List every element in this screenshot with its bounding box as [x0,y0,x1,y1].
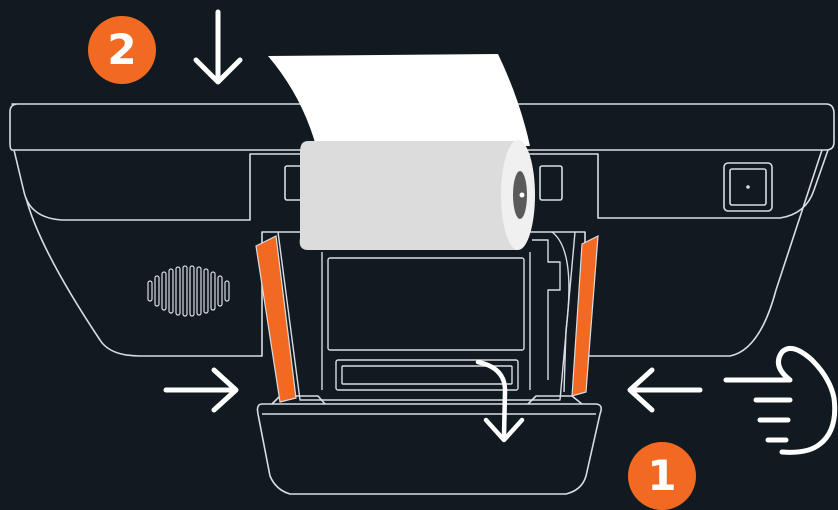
speaker-grille-icon [147,265,230,317]
release-latch-right [571,234,599,397]
down-arrow-icon [193,9,243,85]
release-latch-left [255,235,297,403]
pointing-hand-icon [723,345,838,455]
power-button-icon [723,162,773,212]
step-badge-1: 1 [628,442,696,510]
paper-compartment [277,231,576,401]
step-badge-2: 2 [88,16,156,84]
paper-roll [268,54,535,250]
release-latches [255,234,599,403]
paper-sheet [268,54,530,146]
right-arrow-icon [163,367,239,413]
paper-roll-body [299,141,518,250]
printer-body [9,103,835,495]
left-arrow-icon [627,367,703,413]
paper-slot-right [539,165,563,201]
curved-down-arrow-icon [475,359,525,443]
printer-lower-body [25,149,823,357]
front-cover-lip [271,395,583,405]
front-cover [256,403,602,495]
